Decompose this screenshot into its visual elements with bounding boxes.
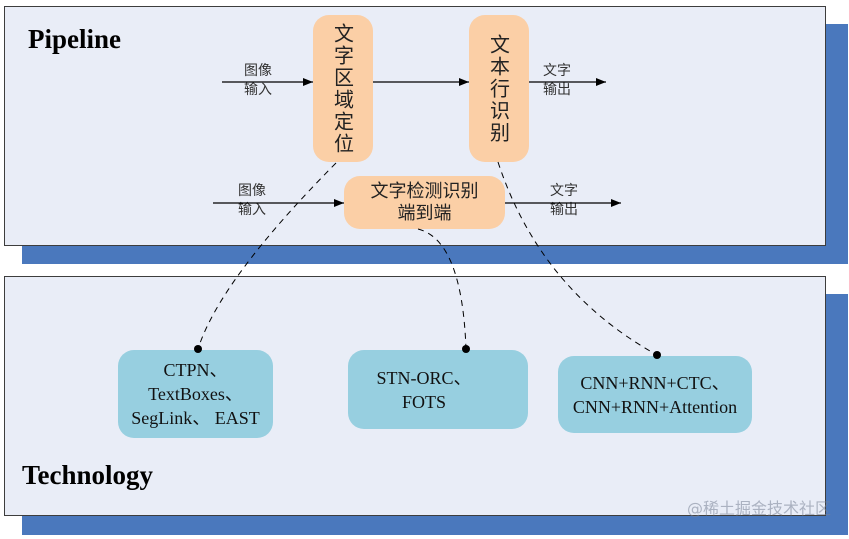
tech-box-end-to-end-line2: FOTS <box>401 391 446 412</box>
row1-output-label: 文字 输出 <box>543 62 571 100</box>
tech-box-detection-line1: CTPN、 <box>163 360 228 380</box>
tech-box-detection: CTPN、 TextBoxes、 SegLink、 EAST <box>118 350 273 438</box>
stage-text-line-recognition: 文本行识别 <box>469 15 529 162</box>
stage-end-to-end-line1: 文字检测识别 <box>370 180 479 202</box>
row2-input-label: 图像 输入 <box>238 182 266 220</box>
stage-end-to-end: 文字检测识别 端到端 <box>344 176 505 229</box>
tech-box-recognition: CNN+RNN+CTC、 CNN+RNN+Attention <box>558 356 752 433</box>
row2-output-label-line1: 文字 <box>550 183 578 199</box>
tech-box-detection-line2: TextBoxes、 <box>148 384 243 404</box>
stage-text-region-localization: 文字区域定位 <box>313 15 373 162</box>
technology-title: Technology <box>22 460 154 490</box>
tech-box-recognition-line1: CNN+RNN+CTC、 <box>580 372 730 393</box>
tech-box-detection-line3: SegLink、 EAST <box>131 408 260 428</box>
row1-input-label-line1: 图像 <box>244 63 272 79</box>
tech-box-end-to-end: STN-ORC、 FOTS <box>348 350 528 429</box>
row1-output-label-line2: 输出 <box>543 82 571 98</box>
row2-output-label: 文字 输出 <box>550 182 578 220</box>
watermark: @稀土掘金技术社区 <box>686 499 831 518</box>
pipeline-title: Pipeline <box>28 24 121 54</box>
row1-output-label-line1: 文字 <box>543 63 571 79</box>
row2-output-label-line2: 输出 <box>550 202 578 218</box>
tech-box-recognition-line2: CNN+RNN+Attention <box>572 396 738 417</box>
tech-box-end-to-end-line1: STN-ORC、 <box>376 367 472 388</box>
row1-input-label-line2: 输入 <box>244 82 272 98</box>
row2-input-label-line1: 图像 <box>238 183 266 199</box>
stage-text-region-localization-label: 文字区域定位 <box>330 22 355 155</box>
row2-input-label-line2: 输入 <box>238 202 266 218</box>
row1-input-label: 图像 输入 <box>244 62 272 100</box>
stage-text-line-recognition-label: 文本行识别 <box>486 33 511 144</box>
stage-end-to-end-line2: 端到端 <box>397 202 452 224</box>
